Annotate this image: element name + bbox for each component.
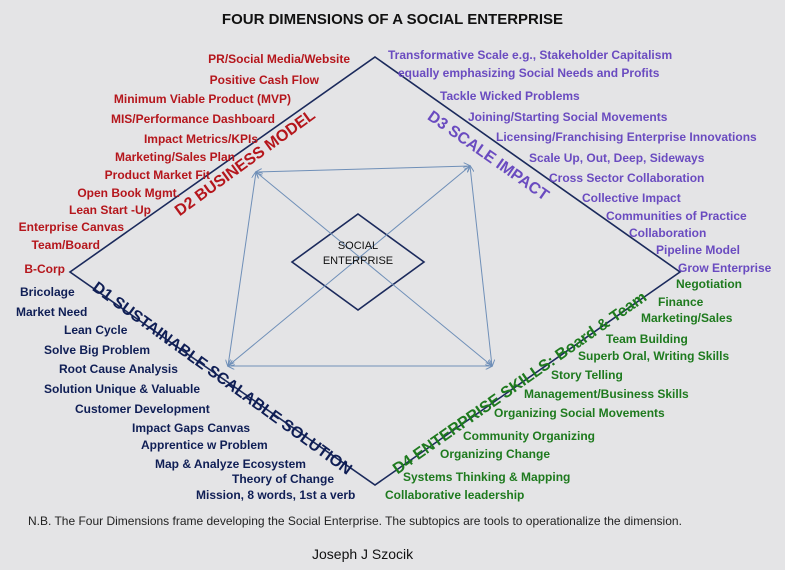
- skill-item: Management/Business Skills: [524, 387, 689, 401]
- sol-item: Bricolage: [20, 285, 75, 299]
- si-item: Collective Impact: [582, 191, 681, 205]
- arrow-top: [256, 166, 470, 172]
- bm-item: Product Market Fit: [104, 168, 210, 182]
- skill-item: Negotiation: [676, 277, 742, 291]
- center-line-1: SOCIAL: [337, 240, 379, 252]
- skill-item: Story Telling: [551, 368, 623, 382]
- bm-item: PR/Social Media/Website: [208, 52, 350, 66]
- si-item: Pipeline Model: [656, 243, 741, 257]
- si-item: Cross Sector Collaboration: [549, 171, 705, 185]
- si-item: Transformative Scale e.g., Stakeholder C…: [388, 48, 673, 62]
- si-item: Collaboration: [629, 226, 707, 240]
- sol-item: Mission, 8 words, 1st a verb: [196, 488, 356, 502]
- sol-item: Map & Analyze Ecosystem: [155, 457, 306, 471]
- skill-item: Team Building: [606, 332, 688, 346]
- si-item: Joining/Starting Social Movements: [468, 110, 668, 124]
- arrow-right: [470, 166, 492, 366]
- bm-item: Lean Start -Up: [68, 203, 151, 217]
- skill-item: Organizing Change: [440, 447, 551, 461]
- skill-item: Organizing Social Movements: [494, 406, 665, 420]
- diagram-title: FOUR DIMENSIONS OF A SOCIAL ENTERPRISE: [221, 11, 564, 28]
- bm-item: Enterprise Canvas: [18, 220, 124, 234]
- sol-item: Apprentice w Problem: [141, 438, 268, 452]
- bm-item: Minimum Viable Product (MVP): [113, 92, 291, 106]
- si-item: equally emphasizing Social Needs and Pro…: [398, 66, 660, 80]
- arrow-top-bottom: [256, 172, 492, 366]
- sol-item: Market Need: [16, 305, 88, 319]
- si-item: Licensing/Franchising Enterprise Innovat…: [496, 130, 757, 144]
- bm-item: Marketing/Sales Plan: [114, 150, 235, 164]
- bm-item: B-Corp: [24, 262, 65, 276]
- si-item: Communities of Practice: [606, 209, 747, 223]
- bm-item: MIS/Performance Dashboard: [110, 112, 275, 126]
- skill-item: Superb Oral, Writing Skills: [578, 349, 730, 363]
- bm-item: Team/Board: [31, 238, 100, 252]
- footnote: N.B. The Four Dimensions frame developin…: [28, 514, 682, 528]
- skill-item: Systems Thinking & Mapping: [403, 470, 571, 484]
- sol-item: Impact Gaps Canvas: [132, 421, 251, 435]
- skill-item: Collaborative leadership: [385, 488, 525, 502]
- sol-item: Theory of Change: [232, 472, 335, 486]
- sol-item: Root Cause Analysis: [59, 362, 178, 376]
- arrow-left-right: [228, 166, 470, 366]
- sol-item: Solution Unique & Valuable: [44, 382, 201, 396]
- arrow-left: [228, 172, 256, 366]
- si-item: Grow Enterprise: [678, 261, 772, 275]
- center-label: SOCIAL ENTERPRISE: [300, 239, 416, 269]
- skill-item: Finance: [658, 295, 704, 309]
- author-name: Joseph J Szocik: [312, 546, 414, 562]
- bm-item: Open Book Mgmt.: [77, 186, 180, 200]
- bm-item: Positive Cash Flow: [209, 73, 319, 87]
- skill-item: Community Organizing: [463, 429, 595, 443]
- si-item: Scale Up, Out, Deep, Sideways: [529, 151, 705, 165]
- sol-item: Customer Development: [75, 402, 210, 416]
- sol-item: Solve Big Problem: [44, 343, 151, 357]
- outer-diamond: [68, 56, 682, 486]
- skill-item: Marketing/Sales: [641, 311, 733, 325]
- bm-item: Impact Metrics/KPIs: [143, 132, 258, 146]
- si-item: Tackle Wicked Problems: [440, 89, 580, 103]
- center-line-2: ENTERPRISE: [322, 255, 394, 267]
- sol-item: Lean Cycle: [64, 323, 128, 337]
